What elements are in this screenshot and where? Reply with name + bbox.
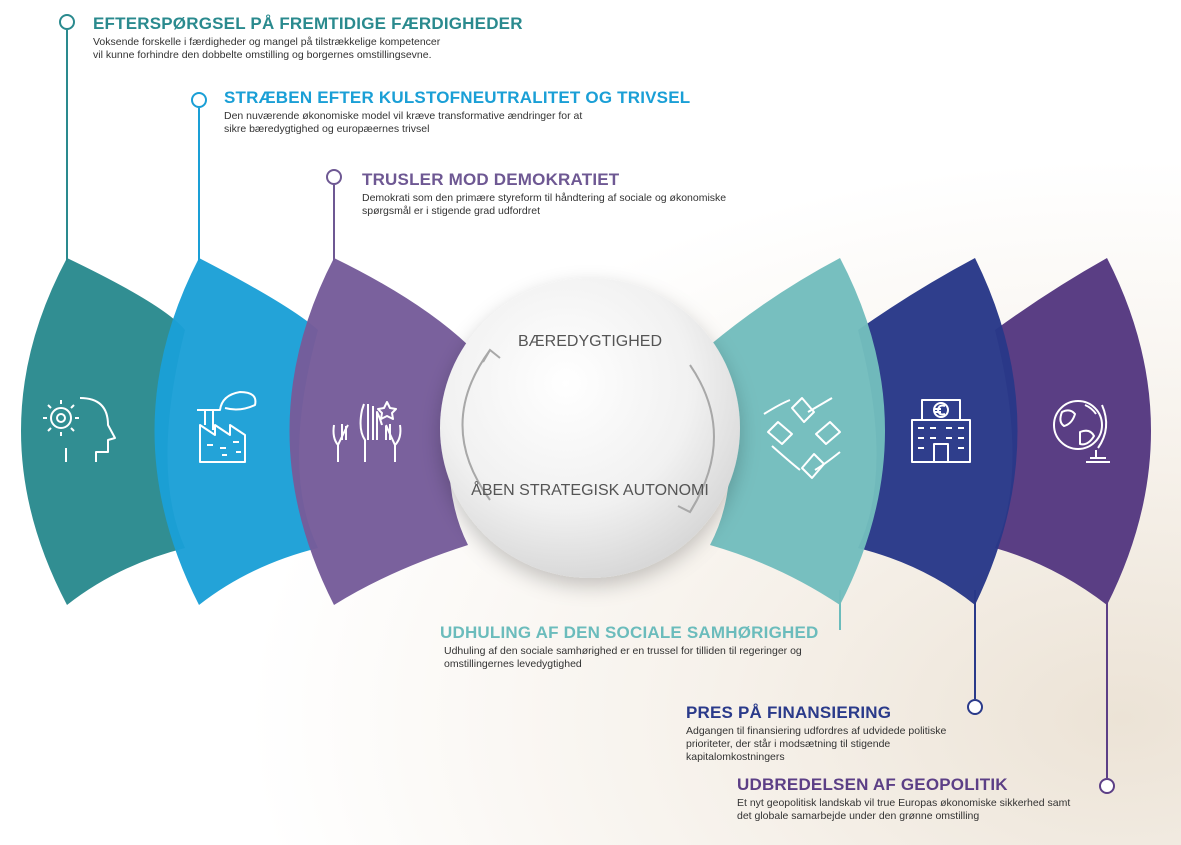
connector-dot-finance <box>967 699 983 715</box>
callout-finance-title: PRES PÅ FINANSIERING <box>686 703 892 722</box>
globe-icon <box>1053 400 1110 463</box>
callout-carbon: STRÆBEN EFTER KULSTOFNEUTRALITET OG TRIV… <box>224 88 744 136</box>
petal-democracy <box>289 258 468 605</box>
callout-cohesion-title: UDHULING AF DEN SOCIALE SAMHØRIGHED <box>440 623 819 642</box>
callout-skills-text: Voksende forskelle i færdigheder og mang… <box>93 36 441 61</box>
callout-democracy-text: Demokrati som den primære styreform til … <box>362 192 727 217</box>
raised-hands-icon <box>332 401 402 462</box>
head-gear-icon <box>43 397 116 462</box>
callout-cohesion: UDHULING AF DEN SOCIALE SAMHØRIGHED Udhu… <box>440 623 880 671</box>
callout-carbon-title: STRÆBEN EFTER KULSTOFNEUTRALITET OG TRIV… <box>224 88 691 107</box>
callout-democracy-title: TRUSLER MOD DEMOKRATIET <box>362 170 620 189</box>
euro-building-icon <box>911 399 971 463</box>
center-bottom-label: ÅBEN STRATEGISK AUTONOMI <box>471 480 709 499</box>
center-top-label: BÆREDYGTIGHED <box>518 333 662 350</box>
callout-geopolitics-text: Et nyt geopolitisk landskab vil true Eur… <box>737 797 1071 822</box>
cycle-arrow-right <box>689 364 715 513</box>
petal-finance <box>858 258 1018 605</box>
callout-carbon-text: Den nuværende økonomiske model vil kræve… <box>224 110 583 135</box>
petal-geopolitics <box>995 258 1151 605</box>
callout-skills-title: EFTERSPØRGSEL PÅ FREMTIDIGE FÆRDIGHEDER <box>93 14 523 33</box>
callout-finance-text: Adgangen til finansiering udfordres af u… <box>686 725 947 763</box>
petal-cohesion <box>710 258 885 605</box>
cycle-arrowhead-left <box>482 348 501 363</box>
factory-leaf-icon <box>197 391 257 463</box>
connector-dot-democracy <box>326 169 342 185</box>
petal-carbon <box>154 258 318 605</box>
callout-geopolitics: UDBREDELSEN AF GEOPOLITIK Et nyt geopoli… <box>737 775 1097 823</box>
callout-geopolitics-title: UDBREDELSEN AF GEOPOLITIK <box>737 775 1008 794</box>
connector-dot-skills <box>59 14 75 30</box>
callout-cohesion-text: Udhuling af den sociale samhørighed er e… <box>444 645 802 670</box>
connector-dot-geopolitics <box>1099 778 1115 794</box>
callout-democracy: TRUSLER MOD DEMOKRATIET Demokrati som de… <box>362 170 762 218</box>
callout-skills: EFTERSPØRGSEL PÅ FREMTIDIGE FÆRDIGHEDER … <box>93 14 563 62</box>
callout-finance: PRES PÅ FINANSIERING Adgangen til finans… <box>686 703 986 764</box>
connector-dot-carbon <box>191 92 207 108</box>
cycle-arrowhead-right <box>677 499 698 514</box>
cycle-arrow-left <box>461 349 491 501</box>
center-sphere <box>440 278 740 578</box>
linked-hands-icon <box>763 397 841 479</box>
petal-skills <box>21 258 185 605</box>
